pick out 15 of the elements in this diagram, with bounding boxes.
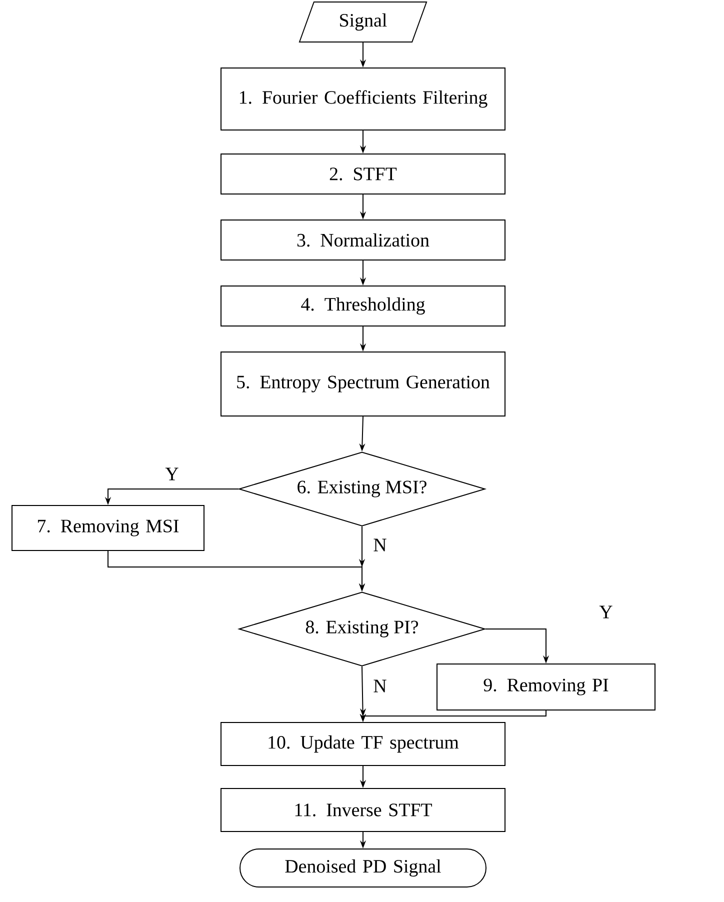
process-box: 11. Inverse STFT [220, 788, 506, 832]
input-parallelogram: Signal [298, 2, 428, 42]
terminal-box: Denoised PD Signal [240, 848, 486, 888]
edge-label: Y [598, 604, 614, 620]
process-box: 5. Entropy Spectrum Generation [220, 352, 506, 416]
process-box: 4. Thresholding [220, 286, 506, 326]
edge-label: N [372, 678, 388, 694]
edge-label: N [372, 538, 388, 552]
process-box: 7. Removing MSI [12, 505, 204, 551]
process-box: 10. Update TF spectrum [220, 722, 506, 766]
process-box: 2. STFT [220, 154, 506, 194]
process-box: 3. Normalization [220, 220, 506, 260]
process-box: 9. Removing PI [436, 664, 656, 710]
edge-label: Y [164, 466, 180, 482]
process-box: 1. Fourier Coefficients Filtering [220, 68, 506, 130]
